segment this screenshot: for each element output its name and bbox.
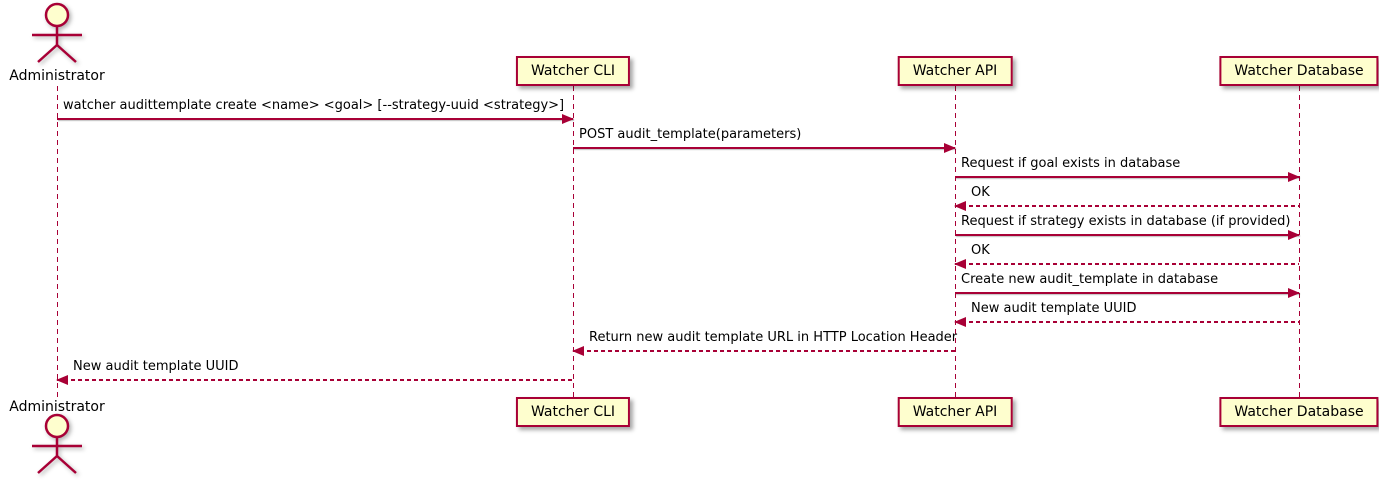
participant-box-bottom-watcher-api: Watcher API [897,397,1013,427]
participant-box-top-watcher-database: Watcher Database [1219,56,1379,86]
arrowhead-left-icon [572,345,584,356]
message-line-2 [573,142,956,153]
arrowhead-left-icon [954,200,966,211]
participant-box-bottom-watcher-cli: Watcher CLI [515,397,631,427]
lifeline-watcher-database [1298,86,1300,398]
message-label-5: Request if strategy exists in database (… [961,214,1291,229]
actor-icon [32,2,82,63]
message-line-9 [572,345,955,356]
message-line-7 [955,287,1300,298]
message-label-10: New audit template UUID [73,359,239,374]
message-line-5 [955,229,1300,240]
message-label-3: Request if goal exists in database [961,156,1181,171]
arrowhead-right-icon [1288,287,1300,298]
message-line-3 [955,171,1300,182]
message-label-1: watcher audittemplate create <name> <goa… [63,98,565,113]
arrowhead-right-icon [562,113,574,124]
lifeline-watcher-cli [572,86,574,398]
message-label-7: Create new audit_template in database [961,272,1219,287]
message-line-1 [57,113,574,124]
message-label-8: New audit template UUID [971,301,1137,316]
actor-label-top-administrator: Administrator [9,68,105,84]
message-line-6 [954,258,1299,269]
actor-label-bottom-administrator: Administrator [9,399,105,415]
lifeline-watcher-api [954,86,956,398]
arrowhead-left-icon [954,258,966,269]
arrowhead-right-icon [944,142,956,153]
arrowhead-right-icon [1288,229,1300,240]
lifeline-administrator [56,86,58,398]
actor-icon [32,413,82,474]
message-label-6: OK [971,243,990,258]
arrowhead-left-icon [56,374,68,385]
message-label-9: Return new audit template URL in HTTP Lo… [589,330,958,345]
participant-box-top-watcher-api: Watcher API [897,56,1013,86]
actor-figure-top-administrator [30,2,84,68]
actor-figure-bottom-administrator [30,413,84,479]
participant-box-bottom-watcher-database: Watcher Database [1219,397,1379,427]
message-line-8 [954,316,1299,327]
message-label-2: POST audit_template(parameters) [579,127,802,142]
message-line-10 [56,374,573,385]
message-line-4 [954,200,1299,211]
participant-box-top-watcher-cli: Watcher CLI [515,56,631,86]
message-label-4: OK [971,185,990,200]
arrowhead-left-icon [954,316,966,327]
arrowhead-right-icon [1288,171,1300,182]
